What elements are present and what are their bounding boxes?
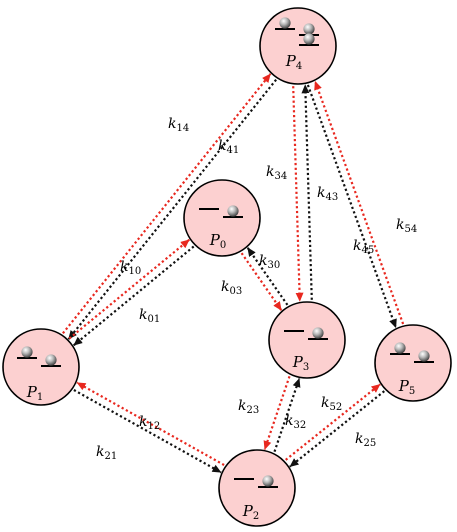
edge-k32-label: k32 [285, 413, 306, 431]
node-p3-label: P3 [292, 353, 309, 373]
node-p0-circle [183, 179, 261, 257]
node-p1-label: P1 [26, 383, 43, 403]
particle-ball-icon [21, 346, 33, 358]
edge-k23-arrow [263, 375, 291, 450]
particle-ball-icon [227, 205, 239, 217]
edge-k54-arrow [306, 84, 397, 329]
edge-k30-label: k30 [259, 253, 280, 271]
edge-k21-label: k21 [96, 444, 117, 462]
node-p4-circle [259, 7, 337, 85]
particle-ball-icon [312, 327, 324, 339]
node-p2-circle [218, 449, 296, 527]
edge-k03-arrow [246, 247, 289, 306]
node-p3-circle [268, 301, 346, 379]
edge-k52-label: k52 [321, 395, 342, 413]
edge-k03-label: k03 [221, 279, 242, 297]
node-p3: P3 [268, 301, 346, 379]
node-p0: P0 [183, 179, 261, 257]
edge-k45-label: k45 [353, 238, 374, 256]
edge-k25-arrow [289, 390, 385, 468]
node-p5-label: P5 [398, 377, 415, 397]
edge-k23-label: k23 [238, 398, 259, 416]
edge-k43-label: k43 [317, 185, 338, 203]
node-p4: P4 [259, 7, 337, 85]
node-p2-label: P2 [242, 502, 259, 522]
edge-k01-arrow [68, 238, 190, 340]
edge-k34-label: k34 [266, 164, 287, 182]
edge-k25-label: k25 [355, 431, 376, 449]
edge-k14-label: k14 [168, 116, 189, 134]
node-p5-circle [374, 324, 452, 402]
particle-ball-icon [45, 354, 57, 366]
particle-ball-icon [303, 23, 315, 35]
edge-k30-arrow [240, 252, 283, 311]
edge-k21-arrow [73, 389, 222, 474]
particle-ball-icon [303, 33, 315, 45]
edge-k10-label: k10 [120, 259, 141, 277]
particle-ball-icon [262, 475, 274, 487]
particle-ball-icon [394, 342, 406, 354]
particle-ball-icon [418, 350, 430, 362]
edge-k52-arrow [285, 383, 381, 461]
edge-k12-label: k12 [139, 414, 160, 432]
edge-k54-label: k54 [396, 217, 417, 235]
node-p0-label: P0 [209, 231, 226, 251]
edge-k43-arrow [301, 84, 313, 300]
edge-k10-arrow [73, 245, 195, 347]
node-p5: P5 [374, 324, 452, 402]
node-p1: P1 [2, 328, 80, 406]
edge-k34-arrow [292, 86, 304, 302]
edge-k32-arrow [273, 378, 301, 453]
particle-ball-icon [279, 17, 291, 29]
node-p2: P2 [218, 449, 296, 527]
edge-k41-label: k41 [218, 138, 239, 156]
edge-k01-label: k01 [139, 307, 160, 325]
edge-k12-arrow [76, 381, 225, 466]
node-p4-label: P4 [285, 52, 302, 72]
